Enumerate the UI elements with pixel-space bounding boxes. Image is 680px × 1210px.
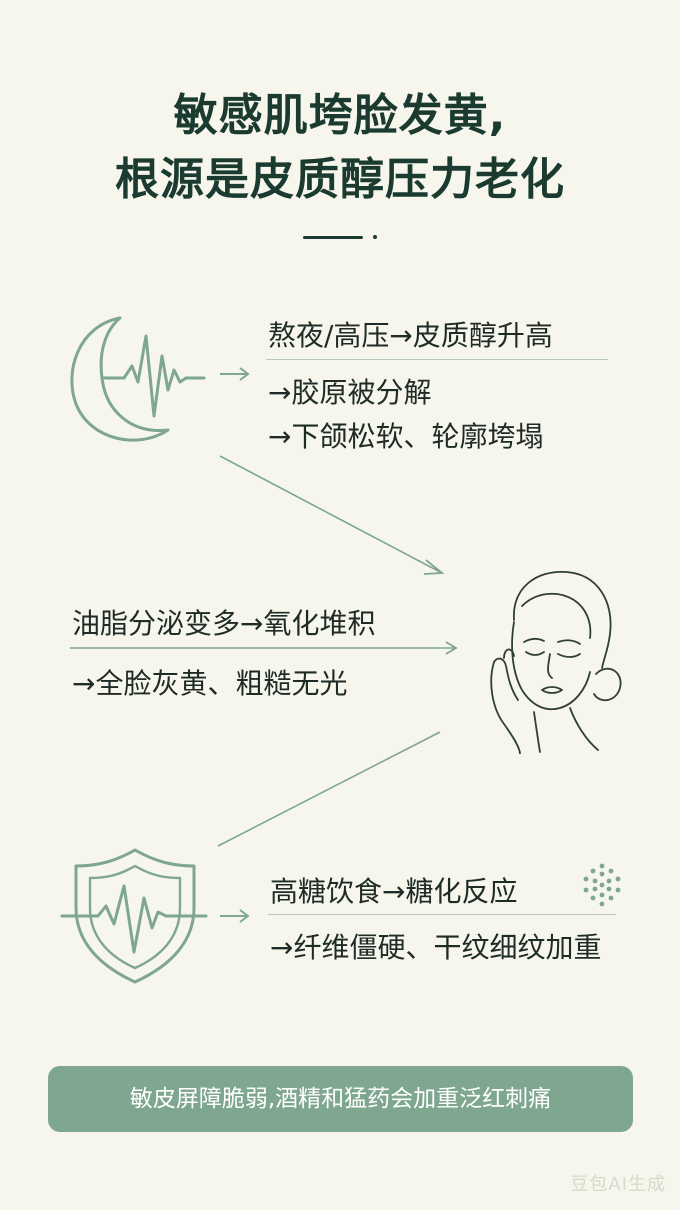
stress-line-1: →胶原被分解 — [268, 376, 432, 409]
sugar-line-1: →纤维僵硬、干纹细纹加重 — [270, 931, 602, 964]
woman-face-icon — [490, 571, 622, 754]
oil-arrow-line — [70, 641, 458, 655]
arrow-right-icon — [220, 367, 250, 381]
oil-line-1: →全脸灰黄、粗糙无光 — [72, 667, 348, 700]
stress-divider — [266, 359, 608, 360]
title-dot — [373, 235, 377, 239]
shield-heartbeat-icon — [60, 848, 208, 984]
sugar-divider — [268, 914, 616, 915]
oil-heading: 油脂分泌变多→氧化堆积 — [72, 607, 376, 640]
sugar-heading: 高糖饮食→糖化反应 — [270, 875, 518, 908]
title-underline — [303, 236, 363, 239]
title-line-1: 敏感肌垮脸发黄, — [173, 90, 507, 141]
particle-dots-icon — [583, 863, 621, 907]
watermark: 豆包AI生成 — [570, 1174, 666, 1195]
page-title: 敏感肌垮脸发黄, 根源是皮质醇压力老化 — [0, 84, 680, 212]
title-line-2: 根源是皮质醇压力老化 — [115, 154, 565, 205]
stress-line-2: →下颌松软、轮廓垮塌 — [268, 420, 544, 453]
stress-heading: 熬夜/高压→皮质醇升高 — [268, 319, 553, 352]
arrow-right-icon-2 — [220, 909, 250, 923]
warning-banner: 敏皮屏障脆弱,酒精和猛药会加重泛红刺痛 — [48, 1066, 633, 1132]
moon-heartbeat-icon — [70, 316, 206, 442]
